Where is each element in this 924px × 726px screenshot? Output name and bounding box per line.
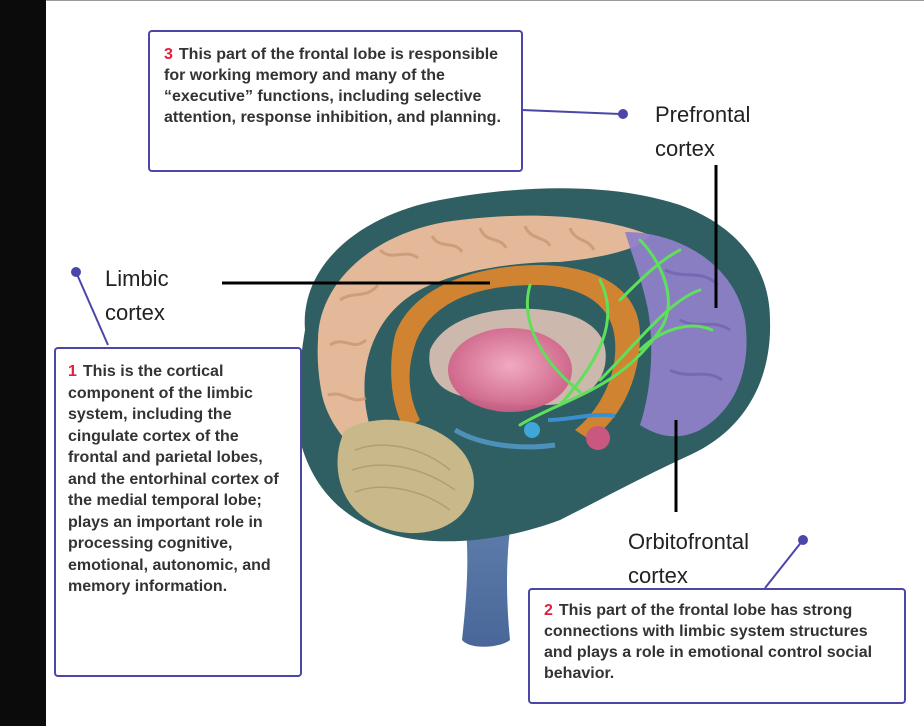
callout3-connector (522, 110, 620, 114)
callout-number: 1 (68, 363, 77, 380)
callout-text: This is the cortical component of the li… (68, 363, 279, 595)
callout2-dot (798, 535, 808, 545)
label-orbitofrontal-cortex: Orbitofrontal cortex (628, 525, 749, 593)
hypothalamus (524, 422, 540, 438)
callout1-dot (71, 267, 81, 277)
label-limbic-cortex: Limbic cortex (105, 262, 169, 330)
callout2-connector (765, 540, 803, 588)
label-line-1: Prefrontal (655, 98, 750, 132)
label-line-2: cortex (628, 559, 749, 593)
callout-number: 2 (544, 602, 553, 619)
callout3-dot (618, 109, 628, 119)
callout-number: 3 (164, 46, 173, 63)
label-prefrontal-cortex: Prefrontal cortex (655, 98, 750, 166)
callout-text: This part of the frontal lobe has strong… (544, 602, 872, 682)
callout-text: This part of the frontal lobe is respons… (164, 46, 501, 126)
thalamus (448, 328, 572, 412)
label-line-2: cortex (655, 132, 750, 166)
label-line-2: cortex (105, 296, 169, 330)
amygdala (586, 426, 610, 450)
callout1-connector (76, 272, 108, 345)
label-line-1: Orbitofrontal (628, 525, 749, 559)
label-line-1: Limbic (105, 262, 169, 296)
